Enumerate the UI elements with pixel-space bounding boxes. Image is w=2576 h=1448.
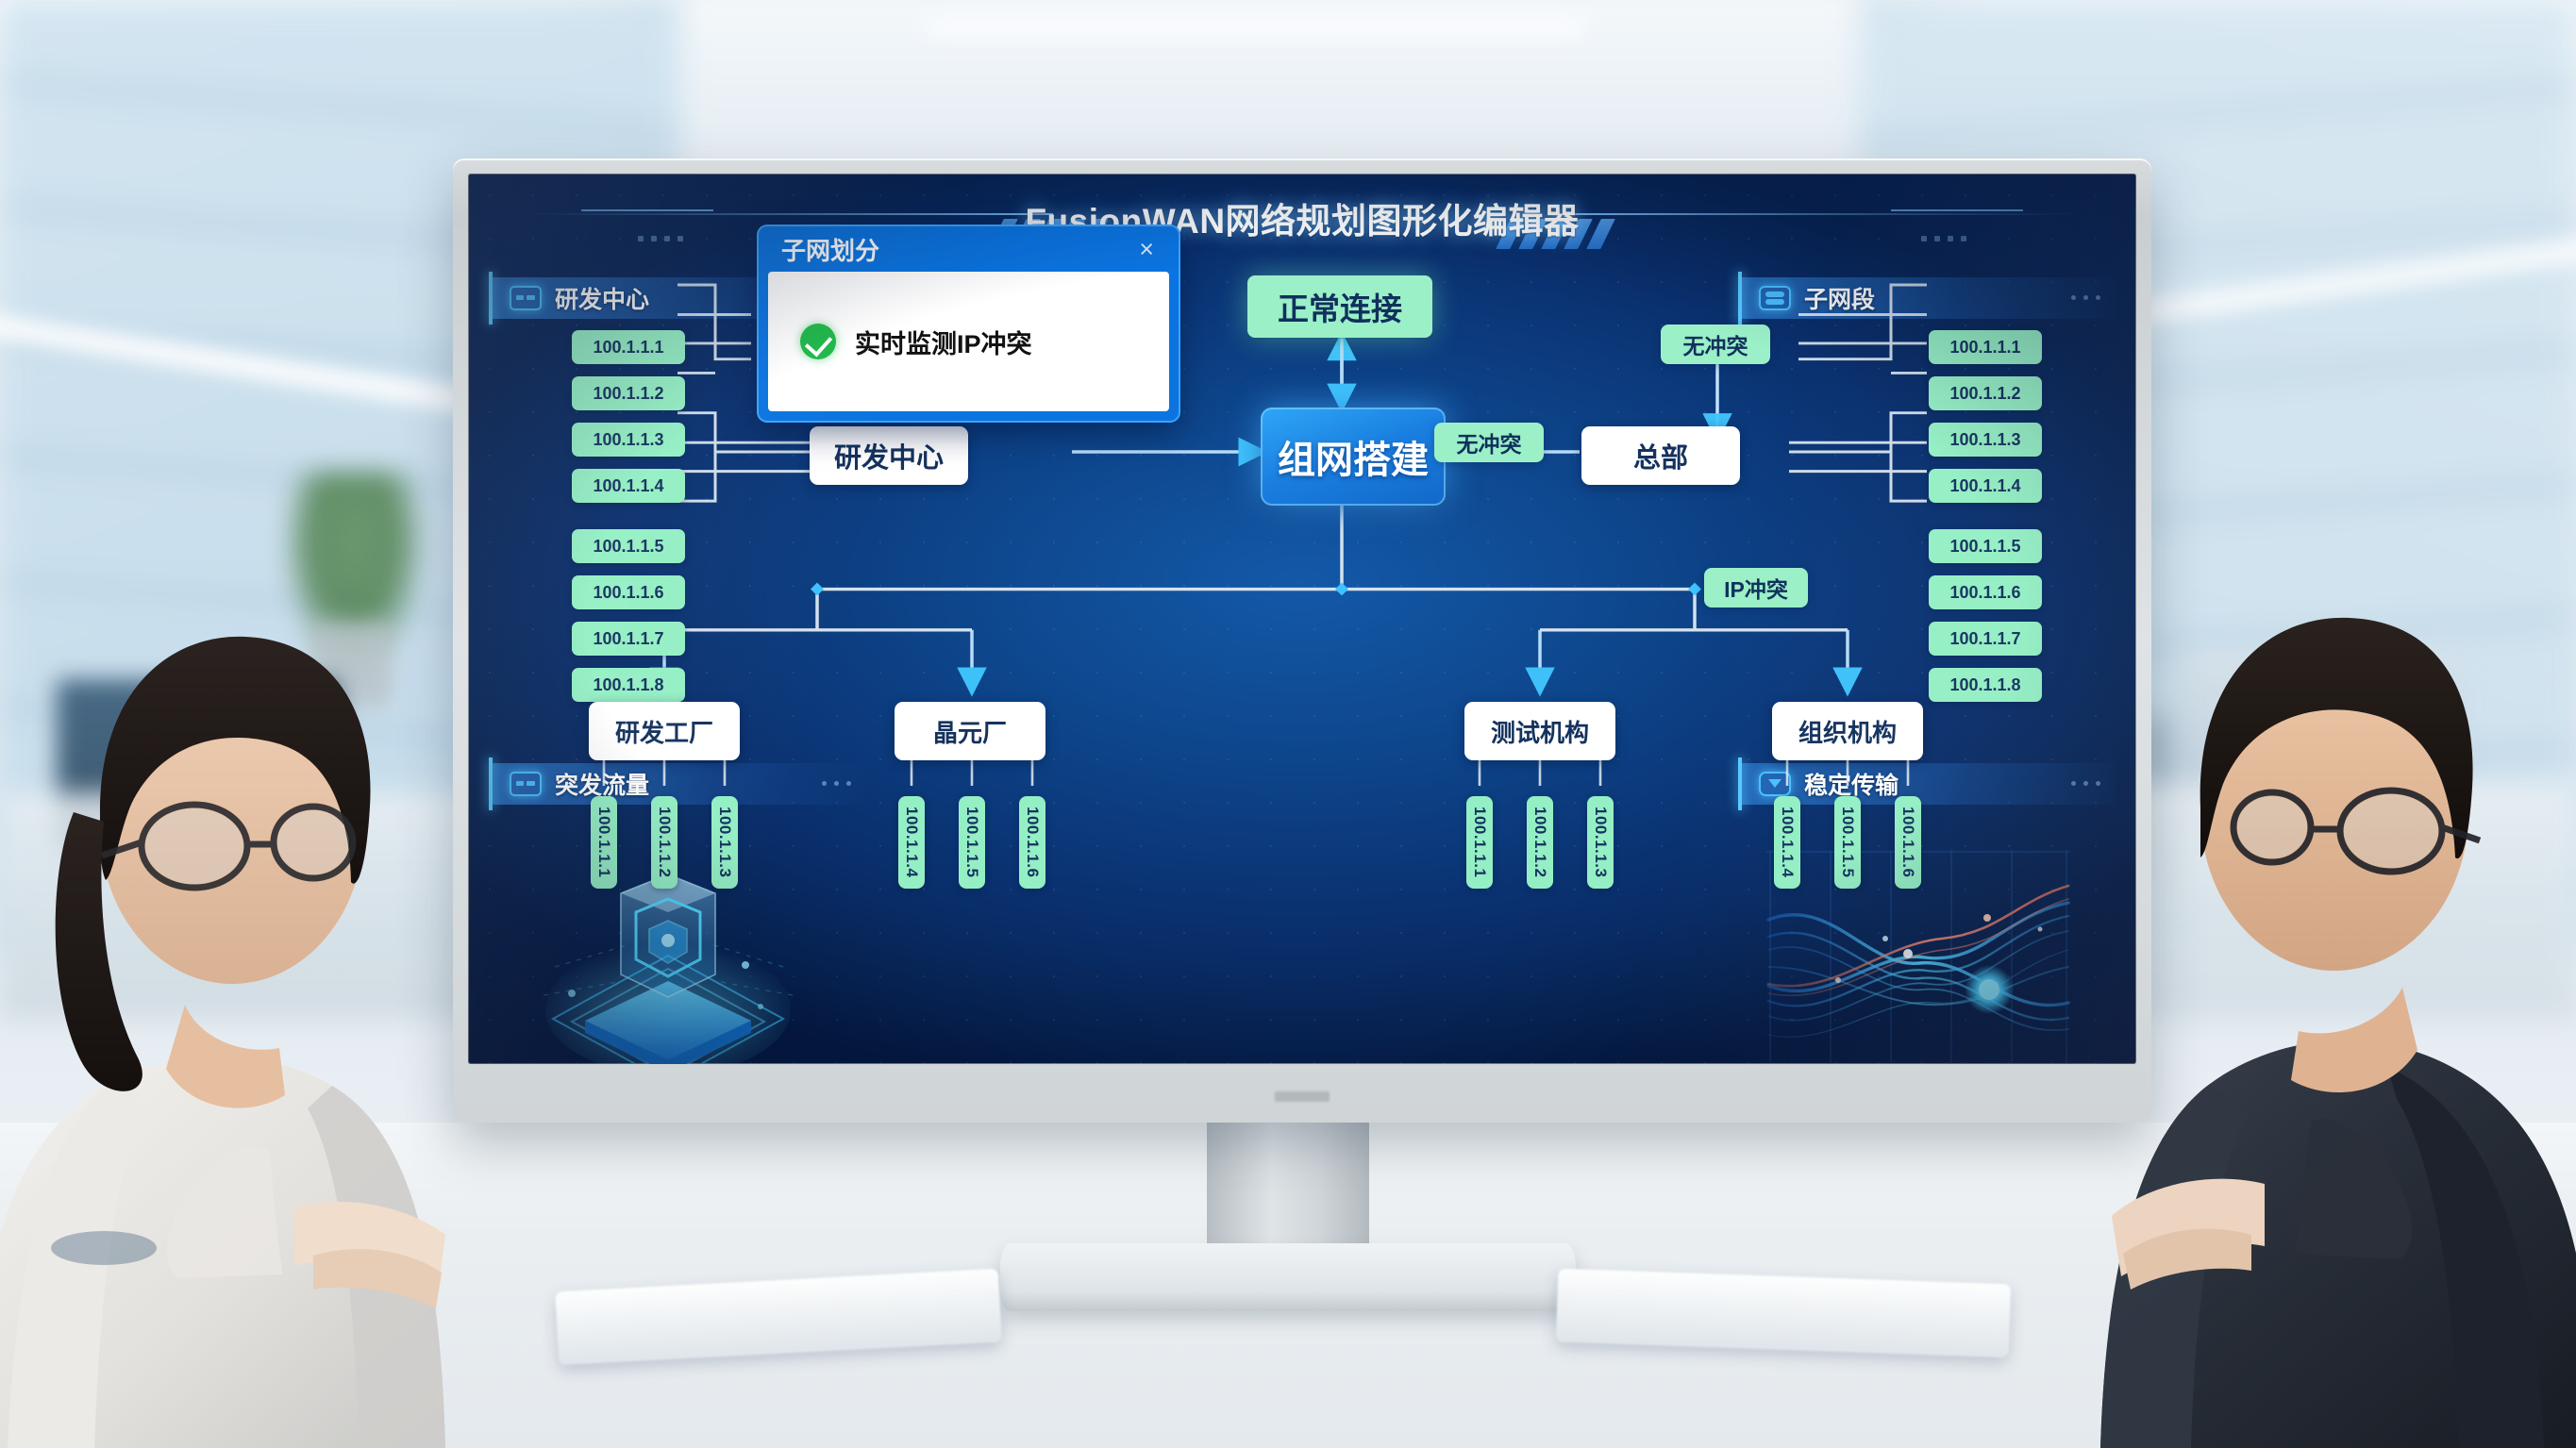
monitor-stand-base [1000, 1243, 1576, 1311]
keyboard-right[interactable] [1555, 1268, 2012, 1358]
person-right [1944, 476, 2576, 1448]
monitor-stand-neck [1207, 1111, 1369, 1253]
person-left [0, 495, 585, 1448]
monitor-logo [1275, 1091, 1330, 1102]
application-screen: FusionWAN网络规划图形化编辑器 研发中心 突发流量 [468, 174, 2136, 1064]
monitor-bezel: FusionWAN网络规划图形化编辑器 研发中心 突发流量 [453, 158, 2151, 1123]
